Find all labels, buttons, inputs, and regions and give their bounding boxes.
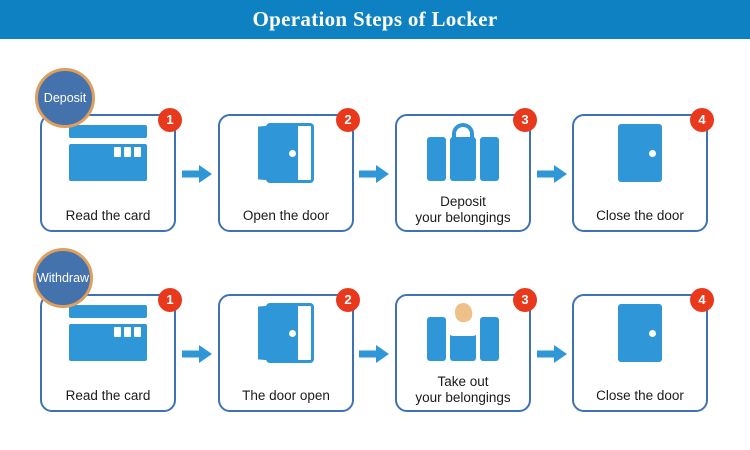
step-box-withdraw-1[interactable]: 1 Read the card: [40, 288, 182, 412]
mode-badge-deposit[interactable]: Deposit: [35, 68, 95, 128]
step-label: Take out your belongings: [397, 374, 529, 406]
card-chip: [134, 327, 141, 337]
step-icon-area: [220, 302, 352, 364]
step-label-line1: Deposit: [440, 194, 486, 209]
step-icon-area: [574, 122, 706, 184]
flow-row-withdraw: 1 Read the card 2: [0, 288, 750, 420]
step-number-badge: 4: [690, 288, 714, 312]
step-icon-area: [42, 302, 174, 364]
arrow-right-icon: [537, 345, 567, 363]
step-label-line1: Take out: [437, 374, 489, 389]
step-number-badge: 2: [336, 288, 360, 312]
step-number-badge: 4: [690, 108, 714, 132]
card-chip: [124, 327, 131, 337]
luggage-icon: [427, 123, 499, 183]
step-box-withdraw-4[interactable]: 4 Close the door: [572, 288, 714, 412]
step-label: Close the door: [596, 208, 684, 223]
step-label: Read the card: [65, 388, 151, 403]
mode-badge-label: Withdraw: [36, 271, 90, 285]
step-icon-area: [397, 301, 529, 364]
luggage-bar: [450, 137, 476, 181]
step-number-badge: 3: [513, 108, 537, 132]
step-label: Open the door: [242, 208, 330, 223]
step-number-badge: 3: [513, 288, 537, 312]
door-knob-icon: [289, 150, 296, 157]
step-icon-area: [574, 302, 706, 364]
luggage-bar: [427, 137, 446, 181]
arrow-right-icon: [359, 345, 389, 363]
luggage-handle: [452, 123, 474, 139]
step-icon-area: [397, 122, 529, 184]
step-number-badge: 2: [336, 108, 360, 132]
credit-card-icon: [69, 125, 147, 181]
card-chip: [114, 327, 121, 337]
luggage-bar: [427, 317, 446, 361]
door-knob-icon: [649, 150, 656, 157]
door-knob-icon: [289, 330, 296, 337]
card-stripe: [69, 125, 147, 138]
arrow-right-icon: [537, 165, 567, 183]
step-box-deposit-1[interactable]: 1 Read the card: [40, 108, 182, 232]
step-label: The door open: [242, 388, 330, 403]
person-collar: [448, 316, 478, 336]
step-box-withdraw-3[interactable]: 3 Take out your belongings: [395, 288, 537, 412]
page-title: Operation Steps of Locker: [252, 7, 498, 31]
step-number-badge: 1: [158, 288, 182, 312]
step-label: Deposit your belongings: [397, 194, 529, 226]
card-chip: [114, 147, 121, 157]
closed-door-icon: [618, 304, 662, 362]
open-door-icon: [258, 303, 314, 363]
arrow-right-icon: [182, 345, 212, 363]
card-stripe: [69, 305, 147, 318]
step-icon-area: [220, 122, 352, 184]
mode-badge-withdraw[interactable]: Withdraw: [33, 248, 93, 308]
header-bar: Operation Steps of Locker: [0, 0, 750, 39]
step-label-line2: your belongings: [415, 390, 511, 405]
door-knob-icon: [649, 330, 656, 337]
flow-row-deposit: 1 Read the card 2: [0, 108, 750, 240]
luggage-person-icon: [427, 301, 499, 363]
closed-door-icon: [618, 124, 662, 182]
step-label: Close the door: [596, 388, 684, 403]
step-box-deposit-2[interactable]: 2 Open the door: [218, 108, 360, 232]
open-door-icon: [258, 123, 314, 183]
step-box-deposit-4[interactable]: 4 Close the door: [572, 108, 714, 232]
arrow-right-icon: [359, 165, 389, 183]
card-chip: [134, 147, 141, 157]
step-number-badge: 1: [158, 108, 182, 132]
step-icon-area: [42, 122, 174, 184]
luggage-bar: [480, 137, 499, 181]
step-label: Read the card: [65, 208, 151, 223]
mode-badge-label: Deposit: [43, 91, 87, 105]
card-chip: [124, 147, 131, 157]
step-box-withdraw-2[interactable]: 2 The door open: [218, 288, 360, 412]
step-label-line2: your belongings: [415, 210, 511, 225]
step-box-deposit-3[interactable]: 3 Deposit your belongings: [395, 108, 537, 232]
credit-card-icon: [69, 305, 147, 361]
luggage-bar: [480, 317, 499, 361]
arrow-right-icon: [182, 165, 212, 183]
